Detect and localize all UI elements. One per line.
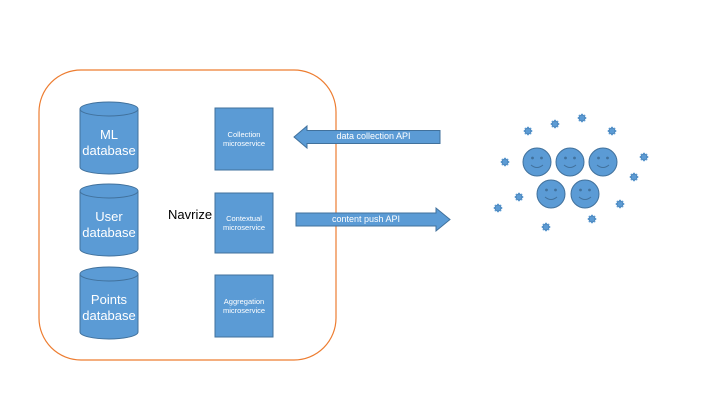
user-database-cylinder — [79, 183, 139, 257]
gear-dot-icon — [550, 119, 560, 129]
smiley-face-icon — [555, 147, 585, 177]
gear-dot-icon — [629, 172, 639, 182]
gear-dot-icon — [500, 157, 510, 167]
gear-dot-icon — [514, 192, 524, 202]
gear-dot-icon — [541, 222, 551, 232]
users-cluster — [493, 113, 649, 232]
smiley-face-icon — [536, 179, 566, 209]
points-database-cylinder — [79, 266, 139, 340]
gear-dot-icon — [587, 214, 597, 224]
smiley-face-icon — [522, 147, 552, 177]
smiley-face-icon — [588, 147, 618, 177]
gear-dot-icon — [639, 152, 649, 162]
aggregation-microservice-box — [214, 274, 274, 338]
content-push-arrow — [295, 206, 451, 233]
gear-dot-icon — [607, 126, 617, 136]
gear-dot-icon — [577, 113, 587, 123]
smiley-face-icon — [570, 179, 600, 209]
ml-database-cylinder — [79, 101, 139, 175]
contextual-microservice-box — [214, 192, 274, 254]
data-collection-arrow — [293, 124, 441, 150]
system-name-label: Navrize — [168, 207, 213, 222]
collection-microservice-box — [214, 107, 274, 171]
gear-dot-icon — [615, 199, 625, 209]
gear-dot-icon — [493, 203, 503, 213]
gear-dot-icon — [523, 126, 533, 136]
